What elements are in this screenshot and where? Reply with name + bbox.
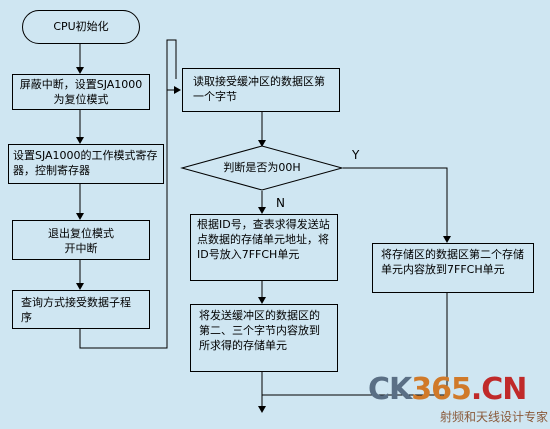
arrow-decision-yes	[343, 167, 451, 243]
step-exit-reset: 退出复位模式开中断	[12, 220, 150, 260]
step-read-first-byte: 读取接受缓冲区的数据区第一个字节	[182, 68, 340, 112]
step-poll-receive: 查询方式接受数据子程序	[12, 290, 150, 329]
decision-diamond	[180, 145, 344, 191]
step-mask-interrupt: 屏蔽中断，设置SJA1000为复位模式	[12, 74, 150, 110]
watermark-tagline: 射频和天线设计专家	[439, 410, 548, 424]
step-lookup-id: 根据ID号，查表求得发送站点数据的存储单元地址，将ID号放入7FFCH单元	[190, 214, 338, 281]
arrow-step4-to-read	[79, 39, 177, 349]
step-store-to-7ffch: 将存储区的数据区第二个存储单元内容放到7FFCH单元	[372, 243, 534, 293]
no-label: N	[276, 196, 285, 210]
step-set-mode-registers: 设置SJA1000的工作模式寄存器，控制寄存器	[8, 144, 164, 184]
step-copy-bytes: 将发送缓冲区的数据区的第二、三个字节内容放到所求得的存储单元	[190, 304, 338, 372]
watermark-logo: CK365.CN	[368, 372, 527, 407]
start-terminal: CPU初始化	[22, 10, 140, 44]
yes-label: Y	[352, 148, 360, 162]
arrow-store-to-merge	[262, 293, 448, 396]
decision-label: 判断是否为00H	[223, 161, 301, 174]
